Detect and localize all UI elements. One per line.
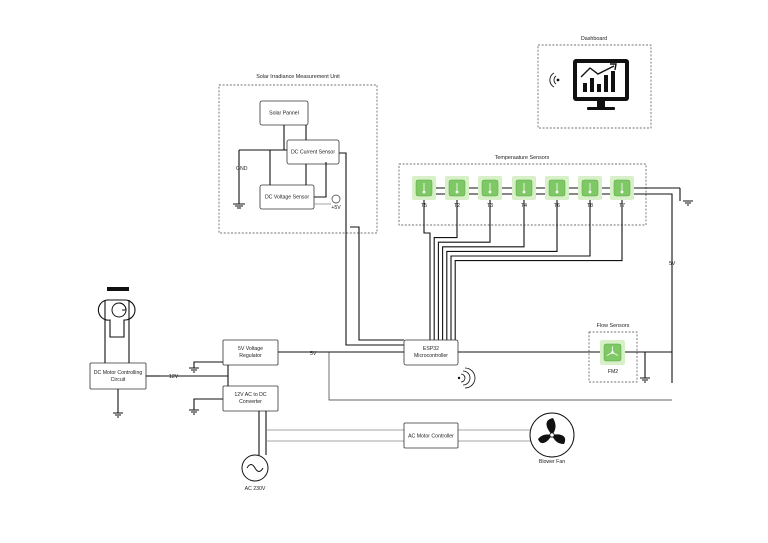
blower-fan-label: Blower Fan [539,459,565,465]
solar-unit-group: Solar Irradiance Measurement Unit Solar … [218,74,378,234]
sensor-wire [454,200,623,340]
temperature-sensors-title: Temperaature Sensors [495,155,550,161]
thermometer-icon [422,183,426,194]
sensor-bus-wires [423,200,623,340]
thermometer-icon [588,183,592,194]
sensor-wire [423,200,431,340]
thermometer-icon [620,183,624,194]
dashboard-group: Dashboard [537,36,652,129]
ground-icon [683,200,693,206]
sensor-wire [437,200,491,340]
five-volt-label: 5V [310,351,317,357]
ground-icon [640,377,650,383]
thermometer-icon [555,183,559,194]
dc-motor-circuit-line1: DC Motor Controlling [94,370,143,376]
dc-current-sensor-label: DC Current Sensor [291,150,335,156]
wireless-signal-icon [457,367,476,389]
ac-source-label: AC 230V [245,486,266,492]
dc-motor-circuit-box [89,362,147,390]
dc-motor-circuit-line2: Circuit [111,377,126,383]
plus5v-terminal-icon [331,194,341,204]
esp32-box [403,339,459,366]
dashboard-title: Dashboard [581,36,607,42]
esp32-label-line2: Microcontroller [414,353,448,359]
esp32-label-line1: ESP32 [423,346,439,352]
sensor-wire [433,200,458,340]
flow-meter-label: FM2 [608,369,618,375]
blower-motor-icon [97,287,136,338]
thermometer-icon [488,183,492,194]
flow-meter-icon [600,340,625,365]
sensor-wire [442,200,525,340]
voltage-regulator-box [222,339,279,366]
temperature-sensor-t4: T4 [512,176,536,209]
dc-current-sensor-box [286,139,340,165]
ac-motor-controller-box [403,422,459,449]
ground-icon [189,409,199,415]
flow-sensors-group: Flow Sensors FM2 [588,323,650,383]
sensor-wire [446,200,558,340]
gnd-label: GND [236,166,248,172]
voltage-regulator-line1: 5V Voltage [238,346,263,352]
monitor-chart-icon [573,59,629,110]
thermometer-icon [455,183,459,194]
temperature-sensor-t5: T5 [412,176,436,209]
ground-icon [233,203,245,209]
flow-sensors-title: Flow Sensors [597,323,630,329]
ac-motor-controller-label: AC Motor Controller [408,434,454,440]
plus5v-label: +5V [331,205,341,211]
blower-fan-icon [529,412,575,458]
five-volt-right-label: 5V [669,261,676,267]
power-group: 5V Voltage Regulator 5V 12V AC to DC Con… [160,339,672,492]
ac-source-icon [241,454,269,482]
dc-voltage-sensor-label: DC Voltage Sensor [265,195,309,201]
wireless-signal-icon [549,72,560,88]
ac-dc-converter-line1: 12V AC to DC [234,392,267,398]
dc-motor-group: DC Motor Controlling Circuit [89,287,160,418]
ground-icon [189,367,199,373]
sensor-wire [450,200,591,340]
thermometer-icon [522,183,526,194]
temperature-sensor-t7: T7 [610,176,634,209]
twelve-volt-label: 12V [169,374,179,380]
solar-unit-title: Solar Irradiance Measurement Unit [256,74,340,80]
ac-dc-converter-line2: Converter [239,399,262,405]
voltage-regulator-line2: Regulator [239,353,262,359]
esp32-group: ESP32 Microcontroller [278,198,672,389]
ground-icon [113,412,123,418]
solar-panel-label: Solar Pannel [269,111,299,117]
